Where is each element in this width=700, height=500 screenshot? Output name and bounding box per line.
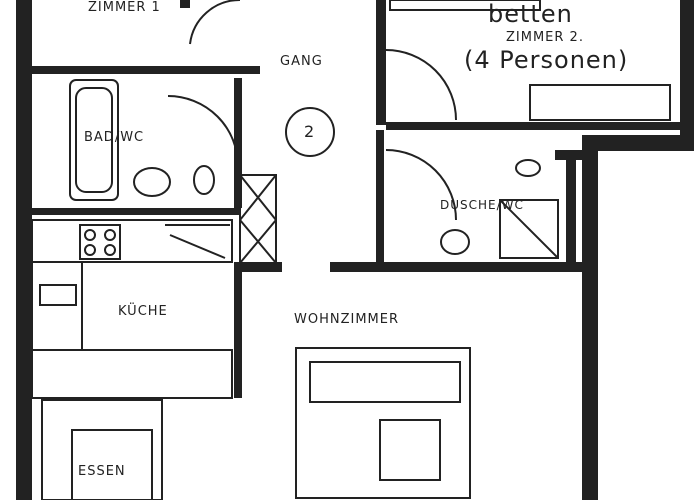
bed [529,84,671,121]
toilet [193,165,215,195]
wall-zimmer1-bottom [32,66,260,74]
fixtures [31,0,671,500]
dining-sideboard [31,349,233,399]
label-bad: BAD/WC [84,130,145,145]
label-wohnzimmer: WOHNZIMMER [294,312,400,327]
wall-zimmer2-left [376,0,386,125]
walls [16,0,694,500]
wall-wohnzimmer-top [330,262,586,272]
door-zimmer2 [385,49,457,121]
label-dusche: DUSCHE/WC [440,198,524,212]
dining-table [41,399,163,500]
gang-circle [285,107,335,157]
wall-bad-right [234,78,242,208]
bathtub [69,79,119,201]
washbasin [133,167,171,197]
label-zimmer2-capacity: (4 Personen) [464,46,629,74]
door-dusche [385,149,457,221]
shower [499,199,559,259]
outer-wall-left [16,0,32,500]
shaft [239,174,277,264]
wall-zimmer2-bottom [386,122,686,130]
outer-wall-right-top [680,0,694,140]
label-gang-number: 2 [304,122,316,141]
door-bad [167,95,239,167]
label-zimmer1: ZIMMER 1 [88,0,161,15]
label-zimmer2-note: betten [488,0,573,28]
label-essen: ESSEN [78,464,126,479]
label-zimmer2: ZIMMER 2. [506,30,584,45]
wall-dusche-left [376,130,384,270]
kitchen-counter [31,219,233,263]
sofa [295,347,471,499]
wall-kueche-wohnzimmer [234,270,242,398]
outer-wall-right [582,135,598,500]
label-kueche: KÜCHE [118,304,168,319]
label-gang: GANG [280,54,323,69]
